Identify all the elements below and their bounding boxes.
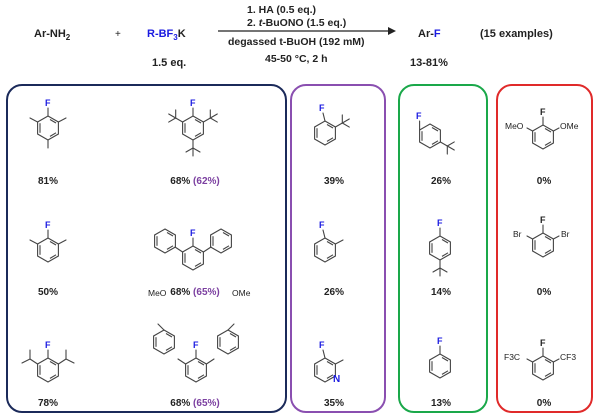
mol-mesityl-fluoride: F: [29, 98, 67, 149]
product-yield-range: 13-81%: [410, 57, 448, 69]
svg-text:F: F: [540, 338, 546, 348]
condition-solvent: degassed t-BuOH (192 mM): [228, 36, 365, 48]
yield-ortho-tbu: 39%: [323, 176, 345, 187]
mol-bis-cf3-fluorobenzene: F: [526, 338, 560, 381]
svg-text:F: F: [319, 340, 325, 350]
label-meo-left: MeO: [148, 288, 167, 298]
mol-ortho-tbu-fluorobenzene: F: [314, 103, 354, 146]
condition-temperature: 45-50 °C, 2 h: [265, 53, 328, 65]
mol-fluoro-methylpyridine: F N: [314, 340, 344, 385]
yield-anisyl-terphenyl: 68% (65%): [170, 398, 220, 409]
yield-xylyl: 50%: [37, 287, 59, 298]
svg-text:F: F: [416, 111, 422, 121]
mol-ortho-methyl-fluorobenzene: F: [314, 220, 344, 263]
yield-tri-tbu: 68% (62%): [170, 176, 220, 187]
yield-pyridine: 35%: [323, 398, 345, 409]
svg-text:F: F: [319, 220, 325, 230]
svg-text:F: F: [45, 220, 51, 230]
condition-step-1: 1. HA (0.5 eq.): [247, 4, 317, 16]
svg-text:F: F: [437, 218, 443, 228]
yield-fluorobenzene: 13%: [430, 398, 452, 409]
svg-text:F: F: [540, 215, 546, 225]
yield-diisopropyl: 78%: [37, 398, 59, 409]
mol-terphenyl-fluoride: F: [154, 228, 232, 271]
label-red-ome: OMe: [560, 121, 579, 131]
yield-ortho-methyl: 26%: [323, 287, 345, 298]
mol-anisyl-terphenyl-fluoride: F: [153, 323, 239, 383]
yield-meta-tbu: 26%: [430, 176, 452, 187]
svg-text:F: F: [540, 107, 546, 117]
group-box-meta-para: [398, 84, 488, 413]
label-red-cf3: CF3: [560, 352, 577, 362]
reactant-aryl-amine: Ar-NH2: [34, 28, 71, 43]
mol-dimethoxy-fluorobenzene: F: [526, 107, 560, 150]
mol-tri-tbu-fluorobenzene: F: [164, 98, 222, 157]
yield-para-tbu: 14%: [430, 287, 452, 298]
svg-text:F: F: [45, 98, 51, 108]
yield-bis-cf3: 0%: [536, 398, 552, 409]
mol-meta-tbu-fluorobenzene: F: [416, 111, 459, 157]
group-box-ortho-substituted: [290, 84, 386, 413]
svg-text:F: F: [437, 336, 443, 346]
group-box-successful-hindered: [6, 84, 287, 413]
mol-para-tbu-fluorobenzene: F: [429, 218, 451, 277]
product-aryl-fluoride: Ar-F: [418, 28, 441, 40]
mol-fluorobenzene: F: [429, 336, 451, 379]
yield-dimethoxy: 0%: [536, 176, 552, 187]
label-red-meo: MeO: [505, 121, 524, 131]
svg-text:F: F: [190, 98, 196, 108]
mol-dibromo-fluorobenzene: F: [526, 215, 560, 258]
reactant-borate: R-BF3K: [147, 28, 186, 43]
group-box-failed: [496, 84, 593, 413]
svg-text:N: N: [333, 374, 340, 385]
svg-text:F: F: [319, 103, 325, 113]
svg-text:F: F: [193, 340, 199, 350]
borate-equivalents: 1.5 eq.: [152, 57, 187, 69]
mol-xylyl-fluoride: F: [29, 220, 67, 263]
label-ome-right: OMe: [232, 288, 251, 298]
svg-text:F: F: [190, 228, 196, 238]
label-red-f3c: F3C: [504, 352, 521, 362]
label-red-br-right: Br: [561, 229, 570, 239]
condition-step-2: 2. t-BuONO (1.5 eq.): [247, 17, 347, 29]
label-red-br-left: Br: [513, 229, 522, 239]
yield-terphenyl: 68% (65%): [170, 287, 220, 298]
plus-sign: +: [115, 29, 121, 40]
yield-mesityl: 81%: [37, 176, 59, 187]
mol-diisopropyl-fluoride: F: [21, 340, 75, 383]
svg-text:F: F: [45, 340, 51, 350]
examples-count: (15 examples): [480, 28, 553, 40]
yield-dibromo: 0%: [536, 287, 552, 298]
